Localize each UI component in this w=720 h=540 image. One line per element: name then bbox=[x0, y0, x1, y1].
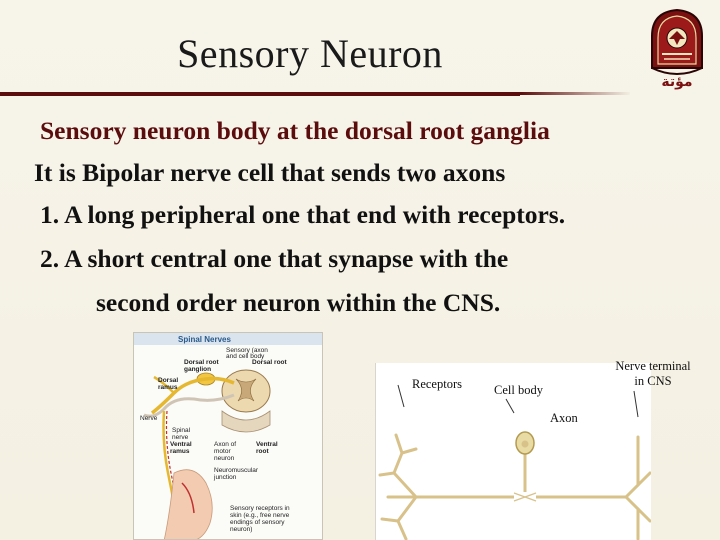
label-skin: skin (e.g., free nerve bbox=[230, 512, 290, 519]
label-axon-of: Axon of bbox=[214, 441, 237, 448]
label-axon: Axon bbox=[550, 411, 578, 425]
label-dorsal-root-right: Dorsal root bbox=[252, 359, 287, 366]
label-sensory-receptors: Sensory receptors in bbox=[230, 505, 290, 512]
label-ventral: Ventral bbox=[170, 441, 192, 448]
label-neuron: neuron bbox=[214, 455, 235, 462]
body-line-5: second order neuron within the CNS. bbox=[96, 288, 501, 317]
label-motor: motor bbox=[214, 448, 231, 455]
spinal-nerves-figure: Spinal Nerves Sensory (axon and cell bod… bbox=[133, 332, 323, 540]
label-ventral-root: Ventral bbox=[256, 441, 278, 448]
label-spinal-nerve: nerve bbox=[172, 434, 189, 441]
slide-title: Sensory Neuron bbox=[177, 31, 443, 76]
university-seal-logo: مؤتة bbox=[651, 8, 703, 90]
label-dorsal: Dorsal bbox=[158, 377, 179, 384]
label-dorsal-root-left: Dorsal root bbox=[184, 359, 219, 366]
body-line-1: Sensory neuron body at the dorsal root g… bbox=[40, 116, 550, 145]
label-junction: junction bbox=[214, 474, 237, 481]
label-ganglion: ganglion bbox=[184, 366, 212, 373]
label-receptors: Receptors bbox=[412, 377, 462, 391]
figure-heading: Spinal Nerves bbox=[178, 335, 231, 344]
label-root: root bbox=[256, 448, 269, 455]
neuron-illustration bbox=[378, 384, 651, 540]
label-nerve: Nerve bbox=[140, 415, 158, 422]
spinal-nerves-illustration: Spinal Nerves bbox=[134, 333, 322, 539]
title-underline-fade bbox=[520, 92, 630, 95]
label-nerve-terminal: Nerve terminal in CNS bbox=[608, 359, 698, 389]
logo-caption: مؤتة bbox=[661, 74, 692, 90]
label-nerve-terminal-line2: in CNS bbox=[634, 374, 672, 388]
title-underline bbox=[0, 92, 520, 96]
body-line-2: It is Bipolar nerve cell that sends two … bbox=[34, 158, 506, 187]
label-ventral-ramus: ramus bbox=[170, 448, 190, 455]
label-neuron-paren: neuron) bbox=[230, 526, 253, 533]
body-line-4: 2. A short central one that synapse with… bbox=[40, 244, 509, 273]
bipolar-neuron-diagram: Receptors Cell body Axon Nerve terminal … bbox=[375, 359, 691, 540]
body-line-3: 1. A long peripheral one that end with r… bbox=[40, 200, 566, 229]
label-endings: endings of sensory bbox=[230, 519, 285, 526]
label-spinal: Spinal bbox=[172, 427, 191, 434]
label-cell-body: Cell body bbox=[494, 383, 543, 397]
label-nerve-terminal-line1: Nerve terminal bbox=[615, 359, 691, 373]
label-neuromuscular: Neuromuscular bbox=[214, 467, 259, 474]
label-cell-body: and cell body bbox=[226, 353, 265, 360]
label-sensory-axon: Sensory (axon bbox=[226, 347, 268, 354]
label-ramus: ramus bbox=[158, 384, 178, 391]
